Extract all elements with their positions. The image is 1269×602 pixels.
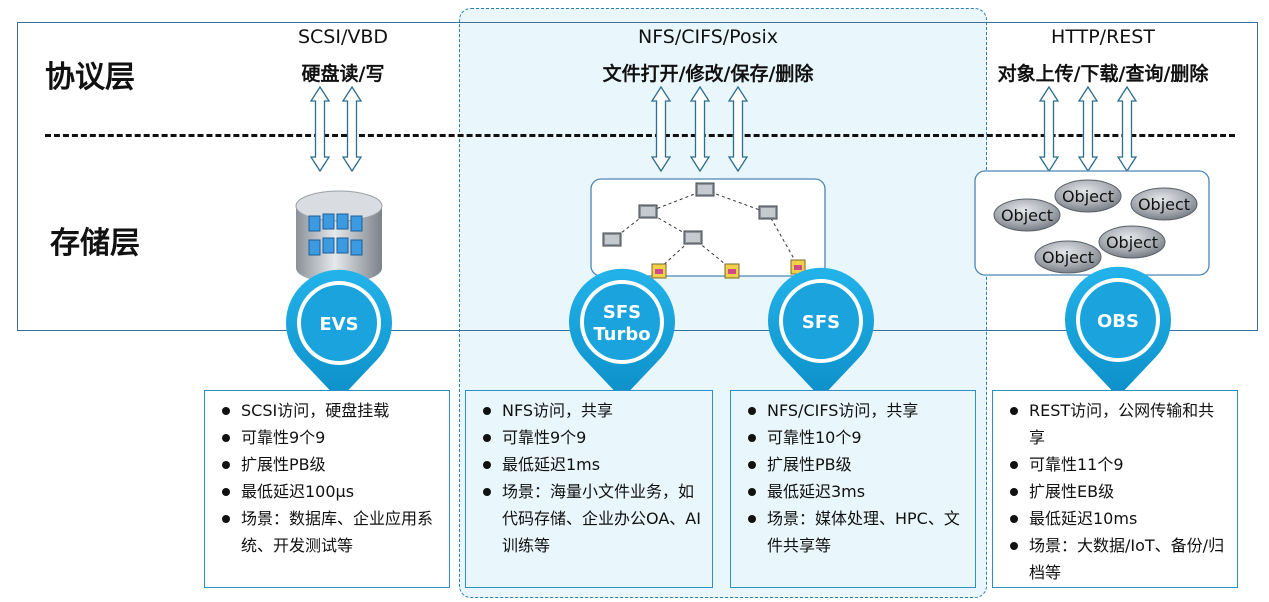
object-label: Object [1001,206,1053,225]
block-protocol-title: SCSI/VBD [297,26,389,48]
double-arrow-icon [1038,85,1060,173]
obs-feature: 场景：大数据/IoT、备份/归档等 [1007,532,1229,586]
evs-feature: 场景：数据库、企业应用系统、开发测试等 [219,505,441,559]
evs-feature: 最低延迟100μs [219,478,441,505]
file-protocol-ops: 文件打开/修改/保存/删除 [602,63,814,85]
file-tree-box [590,178,826,277]
protocol-layer-label: 协议层 [45,60,135,95]
obs-info-box: REST访问，公网传输和共享 可靠性11个9 扩展性EB级 最低延迟10ms 场… [992,390,1238,588]
object-icon: Object [993,198,1061,232]
object-label: Object [1042,248,1094,267]
object-icon: Object [1098,225,1166,259]
evs-feature: SCSI访问，硬盘挂载 [219,397,441,424]
evs-pin: EVS [286,269,393,400]
double-arrow-icon [341,85,363,173]
object-label: Object [1106,233,1158,252]
folder-icons [602,182,778,247]
layer-divider [45,134,1235,137]
sfs-feature: 场景：媒体处理、HPC、文件共享等 [745,505,967,559]
sfs-feature: 最低延迟3ms [745,478,967,505]
sfs-turbo-info-box: NFS访问，共享 可靠性9个9 最低延迟1ms 场景：海量小文件业务，如代码存储… [465,390,713,588]
sfs-feature: 可靠性10个9 [745,424,967,451]
double-arrow-icon [1116,85,1138,173]
double-arrow-icon [1077,85,1099,173]
file-icons [651,259,806,279]
obs-feature: 最低延迟10ms [1007,505,1229,532]
folder-icon [758,205,778,220]
sfs-turbo-feature: NFS访问，共享 [480,397,704,424]
object-label: Object [1062,187,1114,206]
object-icon: Object [1130,187,1198,221]
service-label: Turbo [593,324,650,345]
sfs-feature: NFS/CIFS访问，共享 [745,397,967,424]
object-protocol-title: HTTP/REST [1051,26,1155,48]
folder-icon [602,232,622,247]
block-protocol-ops: 硬盘读/写 [301,63,385,85]
double-arrow-icon [309,85,331,173]
sfs-turbo-feature: 最低延迟1ms [480,451,704,478]
object-icon: Object [1034,240,1102,274]
evs-feature: 可靠性9个9 [219,424,441,451]
disk-icon [295,190,383,283]
service-label: SFS [603,302,641,323]
obs-feature: 可靠性11个9 [1007,451,1229,478]
double-arrow-icon [689,85,711,173]
folder-icon [683,230,703,245]
evs-info-box: SCSI访问，硬盘挂载 可靠性9个9 扩展性PB级 最低延迟100μs 场景：数… [204,390,450,588]
double-arrow-icon [727,85,749,173]
obs-feature: REST访问，公网传输和共享 [1007,397,1229,451]
service-label: EVS [319,314,358,335]
object-icon: Object [1054,179,1122,213]
storage-layer-label: 存储层 [50,226,140,261]
sfs-info-box: NFS/CIFS访问，共享 可靠性10个9 扩展性PB级 最低延迟3ms 场景：… [730,390,976,588]
sfs-feature: 扩展性PB级 [745,451,967,478]
folder-icon [638,204,658,219]
file-protocol-title: NFS/CIFS/Posix [637,26,779,48]
sfs-pin: SFS [768,267,874,398]
obs-pin: OBS [1065,266,1171,397]
folder-icon [695,182,715,197]
obs-feature: 扩展性EB级 [1007,478,1229,505]
object-protocol-ops: 对象上传/下载/查询/删除 [997,63,1209,85]
evs-feature: 扩展性PB级 [219,451,441,478]
service-label: SFS [802,312,840,333]
object-label: Object [1138,195,1190,214]
double-arrow-icon [650,85,672,173]
sfs-turbo-feature: 场景：海量小文件业务，如代码存储、企业办公OA、AI训练等 [480,478,704,559]
service-label: OBS [1097,311,1139,332]
sfs-turbo-feature: 可靠性9个9 [480,424,704,451]
